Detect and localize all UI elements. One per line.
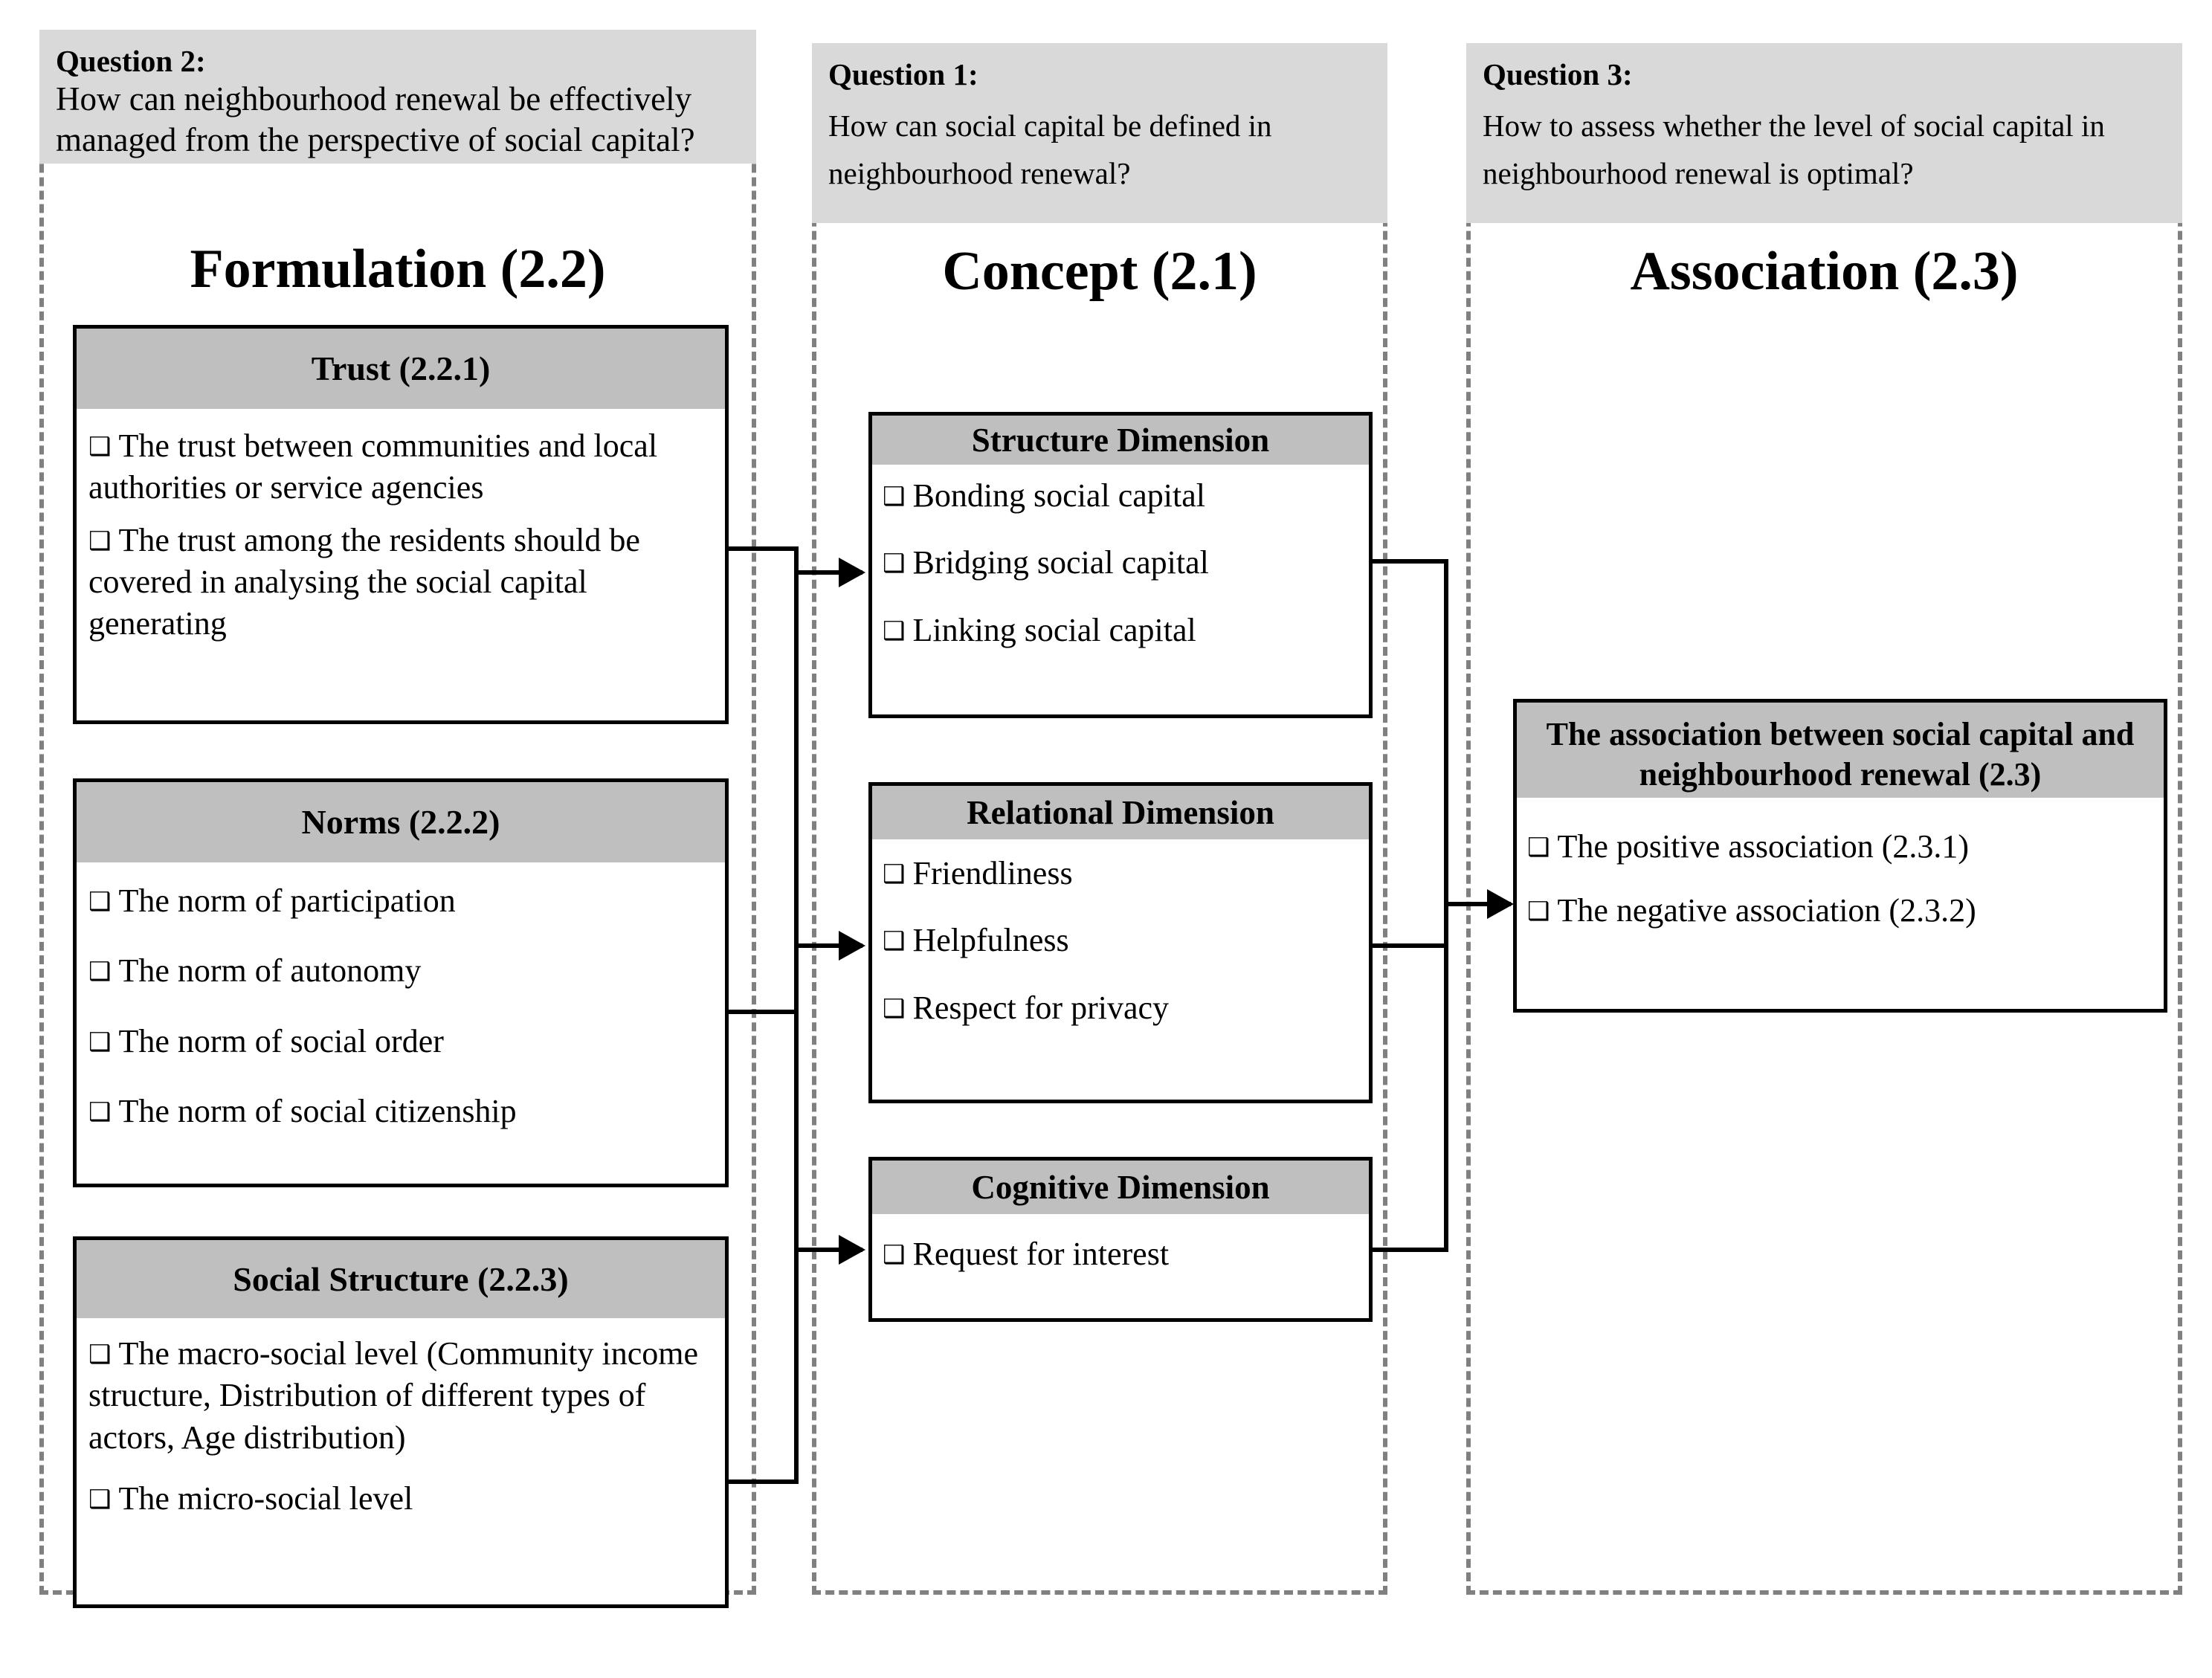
question-panel-3: Question 3: How to assess whether the le… [1466,43,2182,223]
box-association-body: ❑The positive association (2.3.1) ❑The n… [1517,798,2164,940]
question-1-text: How can social capital be defined in nei… [828,109,1272,190]
list-item: ❑The norm of social citizenship [88,1092,517,1129]
list-item: ❑The trust between communities and local… [88,427,658,506]
box-social-structure: Social Structure (2.2.3) ❑The macro-soci… [73,1236,729,1608]
list-item: ❑The micro-social level [88,1479,413,1517]
list-item: ❑The positive association (2.3.1) [1527,828,1970,865]
checkbox-icon: ❑ [88,957,112,987]
question-panel-2: Question 2: How can neighbourhood renewa… [39,30,756,164]
checkbox-icon: ❑ [88,1097,112,1127]
box-norms-body: ❑The norm of participation ❑The norm of … [77,862,725,1143]
arrow-to-structure-dimension [839,558,865,587]
list-item: ❑Helpfulness [883,922,1069,959]
checkbox-icon: ❑ [883,993,906,1024]
list-item: ❑The norm of participation [88,882,456,919]
checkbox-icon: ❑ [1527,833,1550,862]
checkbox-icon: ❑ [88,887,112,917]
question-3-label: Question 3: [1483,57,1633,91]
question-panel-1: Question 1: How can social capital be de… [812,43,1387,223]
box-social-structure-header: Social Structure (2.2.3) [77,1240,725,1318]
list-item: ❑Bonding social capital [883,477,1205,514]
box-trust: Trust (2.2.1) ❑The trust between communi… [73,325,729,724]
box-social-structure-body: ❑The macro-social level (Community incom… [77,1318,725,1531]
list-item: ❑The macro-social level (Community incom… [88,1335,699,1456]
list-item: ❑Friendliness [883,855,1073,891]
checkbox-icon: ❑ [883,1240,906,1270]
box-association: The association between social capital a… [1513,699,2167,1013]
list-item: ❑Bridging social capital [883,544,1209,581]
connector-line [727,546,799,551]
box-relational-dimension-header: Relational Dimension [872,786,1369,839]
connector-line [794,570,862,575]
checkbox-icon: ❑ [1527,897,1550,927]
box-norms: Norms (2.2.2) ❑The norm of participation… [73,778,729,1187]
box-cognitive-dimension-header: Cognitive Dimension [872,1161,1369,1214]
connector-line [1444,902,1511,906]
column-title-concept: Concept (2.1) [942,241,1257,302]
checkbox-icon: ❑ [883,616,906,646]
list-item: ❑The norm of autonomy [88,952,422,990]
list-item: ❑The norm of social order [88,1022,444,1059]
box-trust-body: ❑The trust between communities and local… [77,409,725,656]
connector-line [794,1248,862,1252]
connector-line [1371,1248,1448,1252]
checkbox-icon: ❑ [88,1027,112,1057]
connector-line [1371,943,1448,948]
connector-line [794,943,862,948]
arrow-to-association [1487,889,1514,919]
connector-line [727,1479,799,1484]
arrow-to-relational-dimension [839,931,865,961]
question-3-text: How to assess whether the level of socia… [1483,109,2105,190]
checkbox-icon: ❑ [883,859,906,889]
arrow-to-cognitive-dimension [839,1235,865,1265]
box-relational-dimension: Relational Dimension ❑Friendliness ❑Help… [868,782,1373,1103]
question-2-label: Question 2: [56,44,206,78]
box-structure-dimension-header: Structure Dimension [872,416,1369,465]
list-item: ❑Linking social capital [883,611,1196,648]
box-structure-dimension: Structure Dimension ❑Bonding social capi… [868,412,1373,718]
checkbox-icon: ❑ [88,526,112,556]
column-title-association: Association (2.3) [1630,241,2019,302]
list-item: ❑The trust among the residents should be… [88,521,640,642]
question-1-label: Question 1: [828,57,978,91]
column-title-formulation: Formulation (2.2) [190,239,606,300]
box-cognitive-dimension-body: ❑Request for interest [872,1214,1369,1283]
question-2-text: How can neighbourhood renewal be effecti… [56,80,695,159]
list-item: ❑The negative association (2.3.2) [1527,892,1976,929]
list-item: ❑Respect for privacy [883,989,1170,1026]
box-norms-header: Norms (2.2.2) [77,782,725,862]
checkbox-icon: ❑ [883,926,906,957]
connector-line [727,1010,799,1014]
connector-bus-vertical [794,546,799,1484]
box-trust-header: Trust (2.2.1) [77,329,725,409]
connector-line [1371,559,1448,564]
box-relational-dimension-body: ❑Friendliness ❑Helpfulness ❑Respect for … [872,839,1369,1036]
box-structure-dimension-body: ❑Bonding social capital ❑Bridging social… [872,465,1369,659]
box-cognitive-dimension: Cognitive Dimension ❑Request for interes… [868,1157,1373,1322]
checkbox-icon: ❑ [883,482,906,512]
checkbox-icon: ❑ [88,432,112,462]
box-association-header: The association between social capital a… [1517,703,2164,798]
checkbox-icon: ❑ [88,1484,112,1514]
checkbox-icon: ❑ [88,1340,112,1369]
checkbox-icon: ❑ [883,549,906,579]
list-item: ❑Request for interest [883,1236,1170,1272]
